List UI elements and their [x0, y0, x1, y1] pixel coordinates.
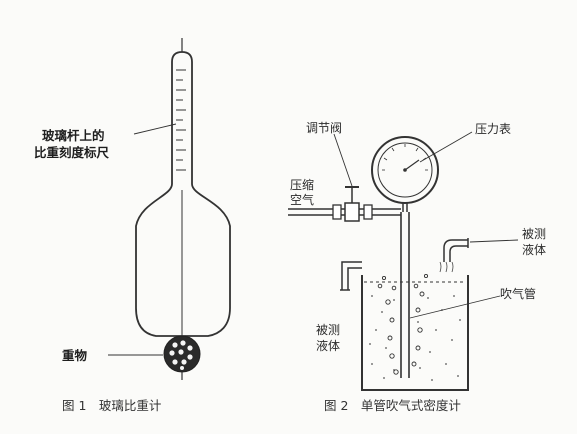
liquid-out-label-line1: 被测: [316, 323, 340, 337]
air-bubbles: [377, 273, 429, 375]
pressure-gauge-needle: [404, 159, 420, 171]
liquid-in-label-line1: 被测: [522, 227, 546, 241]
scale-label-line2: 比重刻度标尺: [34, 145, 110, 160]
hydrometer-body: [135, 51, 231, 337]
figure2-caption: 图 2 单管吹气式密度计: [324, 398, 461, 413]
scale-label-line1: 玻璃杆上的: [42, 128, 105, 143]
hydrometer-diagram: [108, 38, 231, 380]
liquid-in-leader-line: [469, 239, 519, 243]
air-label-line1: 压缩: [290, 177, 314, 192]
air-label-line2: 空气: [290, 192, 314, 207]
gauge-leader-line: [419, 131, 473, 163]
liquid-in-label-line2: 液体: [522, 242, 546, 257]
pressure-gauge: [371, 136, 439, 204]
liquid-out-label-line2: 液体: [316, 338, 340, 353]
bubbler-diagram: [288, 131, 519, 391]
hydrometer-scale-marks: [176, 69, 186, 171]
valve-label: 调节阀: [306, 121, 342, 135]
hydrometer-weight-holes: [169, 340, 193, 370]
tube-leader-line: [409, 295, 501, 319]
pressure-gauge-pivot: [403, 168, 407, 172]
liquid-speckles: [369, 295, 461, 381]
regulating-valve: [344, 202, 360, 222]
inlet-pipe-inner: [449, 245, 468, 262]
figure1-caption: 图 1 玻璃比重计: [62, 398, 161, 413]
valve-leader-line: [333, 133, 353, 187]
liquid-tank: [361, 275, 469, 391]
weight-label: 重物: [62, 348, 88, 363]
outlet-pipe-outer: [341, 261, 362, 290]
scale-leader-line: [133, 123, 177, 135]
pressure-gauge-face: [377, 142, 433, 198]
outlet-pipe-inner: [347, 267, 362, 290]
gauge-label: 压力表: [475, 122, 511, 136]
tube-label: 吹气管: [500, 286, 536, 301]
inlet-pipe-outer: [443, 239, 468, 262]
